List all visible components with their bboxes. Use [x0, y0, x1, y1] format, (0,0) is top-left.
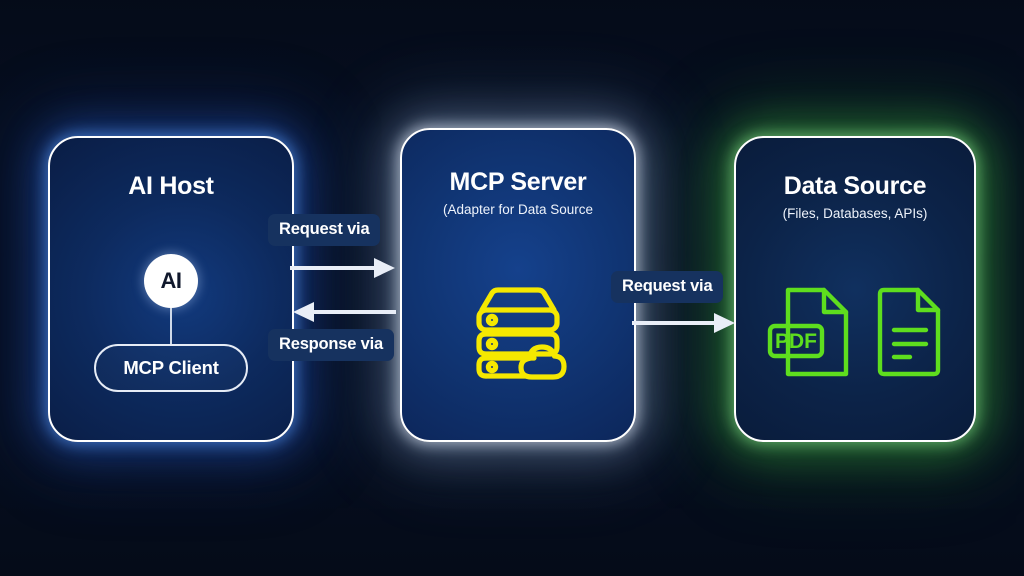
panel-mcp-server[interactable]: MCP Server (Adapter for Data Source	[400, 128, 636, 442]
panel-ai-host-title: AI Host	[128, 172, 214, 200]
arrow-request-right	[290, 258, 395, 278]
arrow-pair-host-server	[290, 258, 396, 322]
mcp-client-label: MCP Client	[123, 357, 219, 378]
panel-mcp-server-subtitle: (Adapter for Data Source	[442, 202, 594, 217]
arrow-response-left	[293, 302, 396, 322]
panel-ai-host[interactable]: AI Host AI MCP Client	[48, 136, 294, 442]
ai-to-client-connector	[170, 308, 172, 344]
ai-circle-label: AI	[160, 268, 183, 293]
panel-data-source-subtitle: (Files, Databases, APIs)	[782, 206, 928, 221]
panel-mcp-server-title: MCP Server	[449, 168, 587, 196]
mcp-client-node[interactable]: MCP Client	[94, 344, 248, 392]
panel-data-source[interactable]: Data Source (Files, Databases, APIs) PDF	[734, 136, 976, 442]
document-file-icon	[874, 286, 944, 383]
arrow-server-data	[632, 313, 735, 333]
flow-label-request-host-server[interactable]: Request via	[268, 214, 381, 246]
pdf-file-icon: PDF	[766, 286, 852, 383]
pdf-badge-text: PDF	[775, 330, 817, 353]
ai-host-node-group: AI MCP Client	[50, 254, 292, 392]
flow-label-request-server-data[interactable]: Request via	[611, 271, 724, 303]
flow-label-response-server-host[interactable]: Response via	[268, 329, 394, 361]
ai-circle-node[interactable]: AI	[144, 254, 198, 308]
panel-data-source-title: Data Source	[783, 172, 927, 200]
server-cloud-icon	[402, 284, 634, 382]
